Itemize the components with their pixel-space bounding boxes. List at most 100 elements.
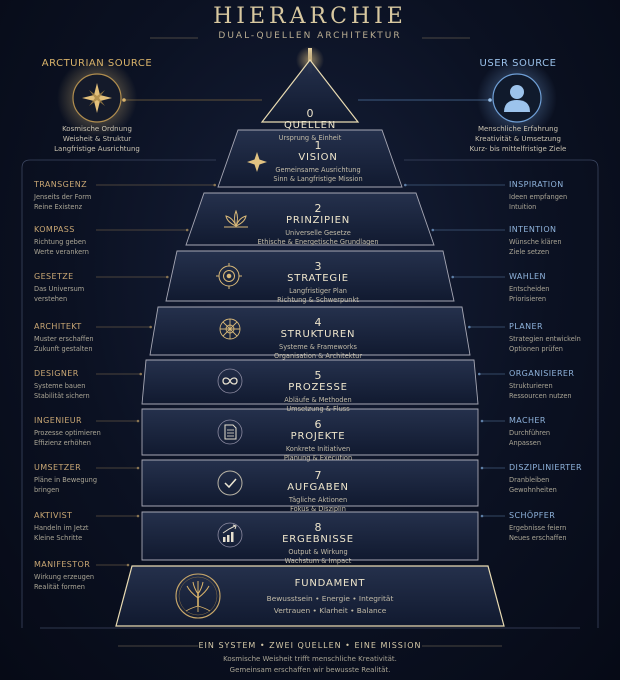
right-label-desc: Ergebnisse feiern <box>509 524 567 532</box>
right-label-desc: Ziele setzen <box>509 248 550 256</box>
foundation-desc: Bewusstsein • Energie • Integrität <box>266 594 394 603</box>
left-label-desc: Zukunft gestalten <box>34 345 93 353</box>
left-label-desc: Realität formen <box>34 583 85 591</box>
pyramid-tiers <box>115 59 505 627</box>
right-label-desc: Strukturieren <box>509 382 553 390</box>
left-connector-6-dot <box>136 466 140 470</box>
right-label-title: SCHÖPFER <box>509 511 556 520</box>
left-connector-5-dot <box>136 419 140 423</box>
level-8-desc: Output & Wirkung <box>288 548 348 556</box>
right-frame-top <box>404 159 599 169</box>
level-6-number: 6 <box>314 418 322 431</box>
right-connector-5-dot <box>480 419 484 423</box>
right-label-title: WAHLEN <box>509 272 546 281</box>
level-8-desc: Wachstum & Impact <box>284 557 352 565</box>
star-icon <box>247 152 267 172</box>
right-connector-0-dot <box>403 183 407 187</box>
left-connector-3-dot <box>149 325 152 329</box>
level-2-desc: Ethische & Energetische Grundlagen <box>257 238 379 246</box>
right-label-desc: Durchführen <box>509 429 551 437</box>
level-4-number: 4 <box>314 316 322 329</box>
level-8-name: ERGEBNISSE <box>282 534 354 545</box>
left-label-desc: Handeln im Jetzt <box>34 524 89 532</box>
level-7-number: 7 <box>314 469 322 482</box>
page-subtitle: DUAL-QUELLEN ARCHITEKTUR <box>218 31 402 41</box>
left-label-title: DESIGNER <box>34 369 79 378</box>
level-5-desc: Abläufe & Methoden <box>284 396 352 404</box>
level-3-name: STRATEGIE <box>287 273 349 284</box>
right-connector-6-dot <box>480 466 484 470</box>
left-label-desc: Prozesse optimieren <box>34 429 101 437</box>
level-2-desc: Universelle Gesetze <box>285 229 351 237</box>
left-connector-2-dot <box>165 275 169 279</box>
document-icon <box>217 419 243 445</box>
page-title: HIERARCHIE <box>213 4 407 29</box>
left-label-desc: Kleine Schritte <box>34 534 83 542</box>
level-8-number: 8 <box>314 521 322 534</box>
checkmark-icon <box>217 470 243 496</box>
left-label-title: ARCHITEKT <box>34 322 82 331</box>
left-label-desc: Das Universum <box>34 285 85 293</box>
left-label-desc: Effizienz erhöhen <box>34 439 91 447</box>
left-frame-top <box>21 159 216 169</box>
right-label-desc: Optionen prüfen <box>509 345 563 353</box>
right-label-desc: Dranbleiben <box>509 476 550 484</box>
left-label-desc: Jenseits der Form <box>34 193 92 201</box>
star-compass-icon <box>82 83 112 113</box>
right-label-desc: Anpassen <box>509 439 542 447</box>
left-label-title: MANIFESTOR <box>34 560 91 569</box>
level-6-name: PROJEKTE <box>290 431 346 442</box>
footer-line-2: Gemeinsam erschaffen wir bewusste Realit… <box>229 666 391 674</box>
lotus-icon <box>224 209 248 228</box>
level-icons <box>175 152 267 619</box>
right-source-title: USER SOURCE <box>479 58 557 69</box>
tier-0 <box>260 59 360 123</box>
growth-chart-icon <box>217 522 243 548</box>
level-0-desc: Ursprung & Einheit <box>278 134 342 142</box>
right-label-desc: Gewohnheiten <box>509 486 557 494</box>
left-label-desc: Muster erschaffen <box>34 335 94 343</box>
side-connectors <box>96 183 505 567</box>
level-1-number: 1 <box>314 139 322 152</box>
right-label-title: INTENTION <box>509 225 557 234</box>
right-label-title: ORGANISIERER <box>509 369 575 378</box>
right-label-desc: Strategien entwickeln <box>509 335 581 343</box>
level-4-desc: Organisation & Architektur <box>273 352 363 360</box>
level-7-desc: Fokus & Disziplin <box>290 505 346 513</box>
left-label-desc: bringen <box>34 486 60 494</box>
left-label-desc: verstehen <box>34 295 68 303</box>
left-connector-7-dot <box>136 514 140 518</box>
right-label-desc: Neues erschaffen <box>509 534 567 542</box>
user-silhouette-icon <box>504 85 530 112</box>
foundation-name: FUNDAMENT <box>294 578 366 589</box>
level-4-desc: Systeme & Frameworks <box>279 343 357 351</box>
left-connector-8-dot <box>126 563 130 567</box>
tier-2 <box>185 192 435 246</box>
right-label-desc: Ideen empfangen <box>509 193 568 201</box>
level-7-name: AUFGABEN <box>287 482 349 493</box>
left-connector-0-dot <box>213 183 217 187</box>
left-label-title: GESETZE <box>34 272 74 281</box>
right-connector-3-dot <box>468 325 471 329</box>
left-source-title: ARCTURIAN SOURCE <box>41 58 153 69</box>
left-label-desc: Wirkung erzeugen <box>34 573 95 581</box>
right-label-desc: Intuition <box>509 203 537 211</box>
footer-tagline: EIN SYSTEM • ZWEI QUELLEN • EINE MISSION <box>198 641 422 650</box>
right-label-desc: Entscheiden <box>509 285 550 293</box>
right-label-desc: Ressourcen nutzen <box>509 392 572 400</box>
level-6-desc: Planung & Execution <box>283 454 353 462</box>
level-4-name: STRUKTUREN <box>280 329 356 340</box>
right-connector-4-dot <box>477 372 481 376</box>
level-3-desc: Langfristiger Plan <box>289 287 347 295</box>
left-label-title: KOMPASS <box>34 225 75 234</box>
footer-line-1: Kosmische Weisheit trifft menschliche Kr… <box>223 655 397 663</box>
left-label-title: INGENIEUR <box>34 416 83 425</box>
tier-foundation <box>115 565 505 627</box>
level-3-desc: Richtung & Schwerpunkt <box>277 296 359 304</box>
level-5-desc: Umsetzung & Fluss <box>286 405 350 413</box>
right-label-title: PLANER <box>509 322 543 331</box>
level-1-desc: Gemeinsame Ausrichtung <box>275 166 361 174</box>
